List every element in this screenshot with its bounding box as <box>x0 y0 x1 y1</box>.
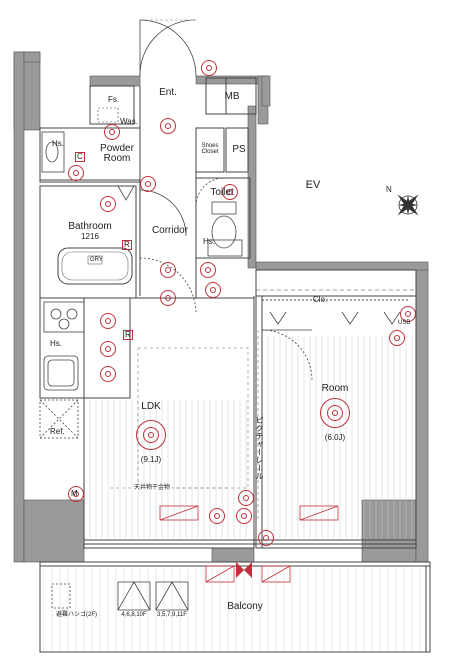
kitchen-mark-2 <box>100 341 116 357</box>
corridor-light-mark-2 <box>140 176 156 192</box>
washer-area <box>97 107 119 123</box>
structural-walls <box>13 51 429 563</box>
kitchen-r-label: R <box>123 330 133 340</box>
kitchen-counter <box>39 301 85 439</box>
ldk-ceiling-light <box>136 420 166 450</box>
escape-ladders <box>51 581 189 611</box>
bathroom-label: Bathroom <box>68 221 112 232</box>
bathroom-size-label: 1216 <box>81 232 99 241</box>
kitchen-hs-label: Hs. <box>50 339 62 348</box>
ldk-size-label: (9.1J) <box>140 455 162 464</box>
toilet-hs-label: Hs. <box>203 237 215 246</box>
powder-hs-label: Hs. <box>52 139 64 148</box>
compass-rose <box>397 194 419 216</box>
room-label: Room <box>321 383 349 394</box>
ldk-label: LDK <box>141 401 161 412</box>
compass-north-label: N <box>386 185 392 194</box>
room-mark-bottom <box>258 530 274 546</box>
powder-outlet-mark <box>68 165 84 181</box>
doors <box>117 19 401 381</box>
ev-label: EV <box>305 179 321 191</box>
m-mark-label: M <box>71 489 78 498</box>
bathtub <box>57 247 133 285</box>
corridor-label: Corridor <box>151 225 189 236</box>
powder-room-label: Powder Room <box>100 143 134 164</box>
fs-label: Fs. <box>108 95 120 104</box>
corridor-light-mark-5 <box>200 262 216 278</box>
closet-label: Clo. <box>312 295 328 304</box>
washbasin <box>41 131 65 173</box>
ps-label: PS <box>232 144 246 155</box>
kitchen-mark-1 <box>100 313 116 329</box>
corridor-light-mark-1 <box>160 118 176 134</box>
corridor-light-mark-3 <box>160 262 176 278</box>
usb-outlet-mark <box>400 306 416 322</box>
mb-label: MB <box>224 91 240 102</box>
room-mark-top <box>389 330 405 346</box>
room-size-label: (6.0J) <box>324 433 346 442</box>
gry-label: GRY <box>90 257 103 263</box>
toilet-light-mark <box>222 184 238 200</box>
usb-label: USB <box>398 320 411 326</box>
escape-ladder-label: 避難ハシゴ(2F) <box>56 612 97 618</box>
ldk-mark-right <box>238 490 254 506</box>
ref-label: Ref. <box>50 427 65 436</box>
bath-light-mark <box>100 196 116 212</box>
shoes-closet-label: Shoes Closet <box>201 143 219 155</box>
toilet-fixture <box>207 201 243 257</box>
bath-r-label: R <box>122 240 132 250</box>
entrance-door-arc <box>139 19 197 77</box>
toilet-door <box>195 177 225 207</box>
corridor-light-mark-6 <box>205 282 221 298</box>
window-sashes <box>159 505 339 583</box>
entrance-light-mark <box>201 60 217 76</box>
toilet-label: Toilet <box>210 187 234 198</box>
floors-left-label: 4,6,8,10F <box>121 612 147 618</box>
picture-rail-label: ピクチャーレール <box>255 416 264 480</box>
kitchen-mark-3 <box>100 366 116 382</box>
ceiling-hanger-label: 天井物干金物 <box>131 485 173 491</box>
c-box-label: C <box>75 152 85 162</box>
room-ceiling-light <box>320 398 350 428</box>
room-floor-hatch <box>267 336 413 538</box>
entrance-label: Ent. <box>159 87 177 98</box>
balcony-label: Balcony <box>227 601 263 612</box>
entrance-door <box>139 19 196 77</box>
valve-mark <box>236 562 252 578</box>
ldk-mark-bottom-1 <box>209 508 225 524</box>
corridor-light-mark-4 <box>160 290 176 306</box>
floors-right-label: 3,5,7,9,11F <box>157 612 187 618</box>
room-door <box>261 329 313 381</box>
powder-light-mark <box>104 124 120 140</box>
ldk-mark-left <box>68 486 84 502</box>
ldk-door <box>139 257 197 315</box>
ldk-mark-bottom-2 <box>236 508 252 524</box>
interior-walls <box>39 77 431 653</box>
was-label: Was. <box>120 117 138 126</box>
